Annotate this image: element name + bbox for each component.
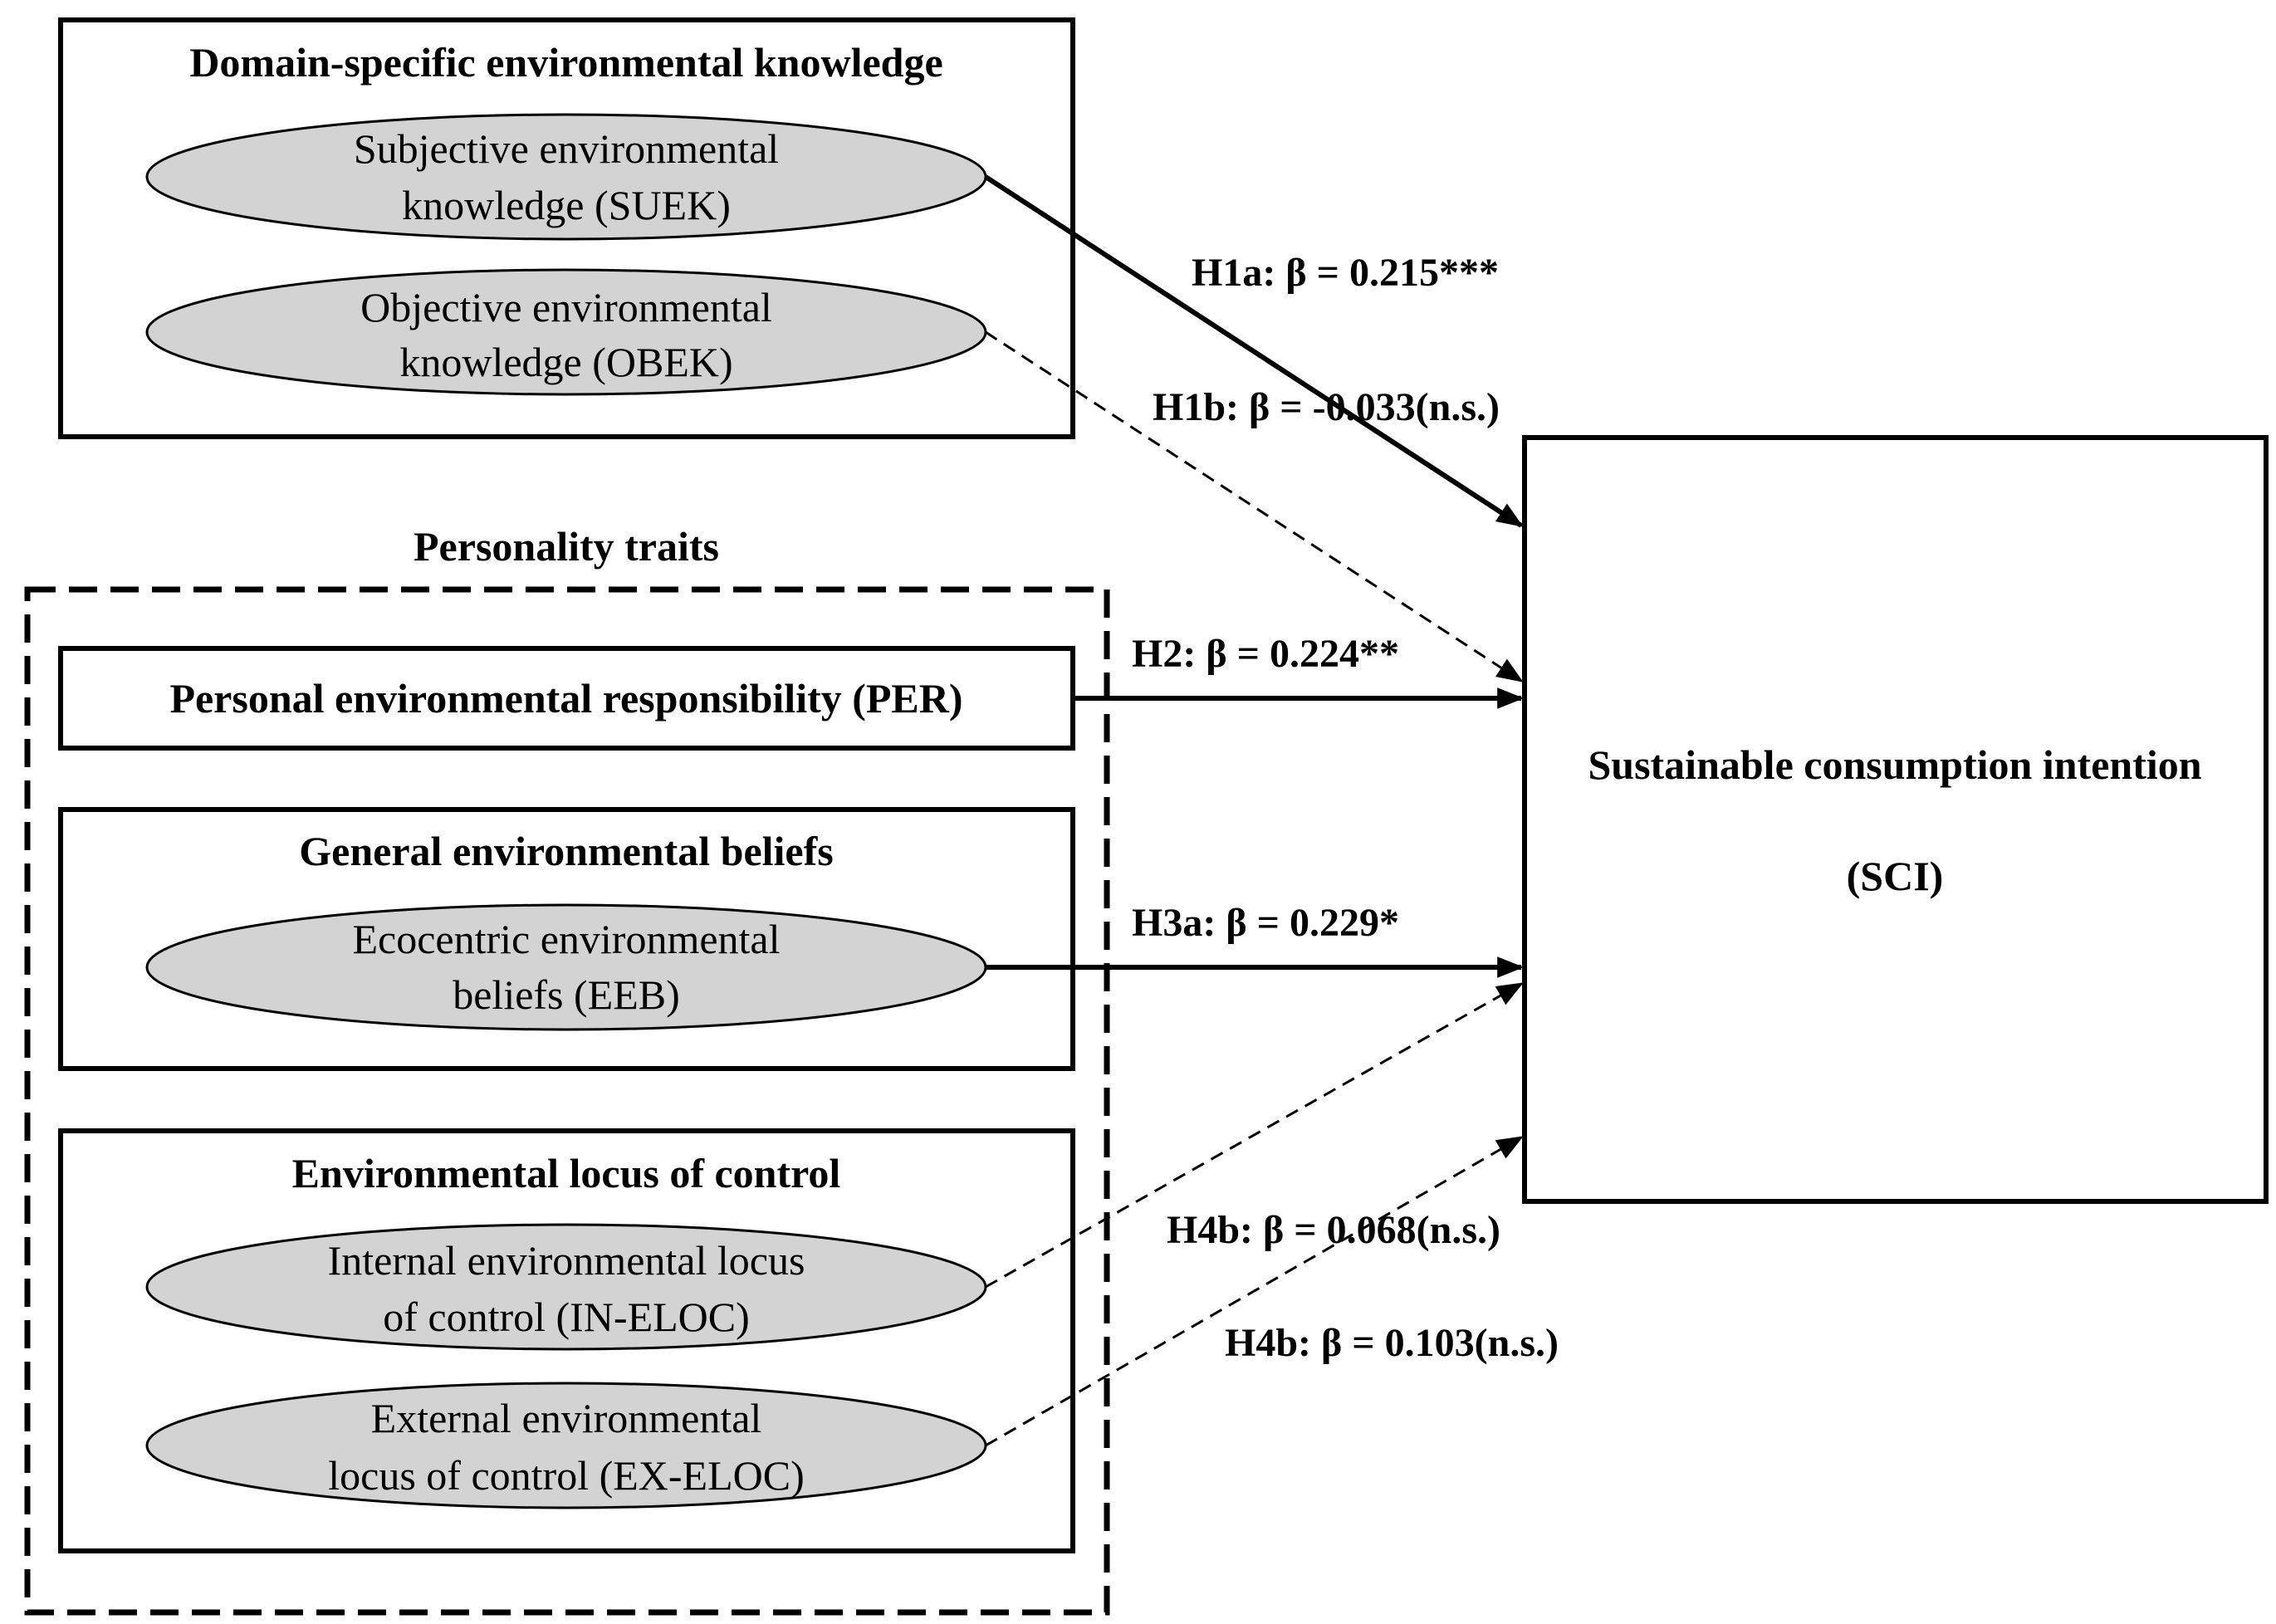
eeb-label-line1: Ecocentric environmental	[352, 916, 780, 962]
suek-construct: Subjective environmental knowledge (SUEK…	[145, 113, 987, 241]
knowledge-group: Domain-specific environmental knowledge …	[58, 17, 1075, 439]
h1a-label: H1a: β = 0.215***	[1192, 251, 1499, 295]
locus-group: Environmental locus of control Internal …	[58, 1128, 1075, 1553]
sci-box	[1522, 435, 2269, 1204]
eeb-label-line2: beliefs (EEB)	[453, 971, 680, 1018]
sci-construct: Sustainable consumption intention (SCI)	[1522, 435, 2269, 1204]
path-arrows	[984, 174, 1525, 1447]
h4b-in-arrow	[985, 982, 1524, 1289]
obek-construct: Objective environmental knowledge (OBEK)	[145, 268, 987, 396]
beliefs-box	[58, 807, 1075, 1071]
sci-label-line2: (SCI)	[1847, 853, 1944, 899]
in-eloc-label-line2: of control (IN-ELOC)	[383, 1294, 750, 1340]
path-labels: H1a: β = 0.215*** H1b: β = -0.033(n.s.) …	[1132, 251, 1559, 1365]
personality-group-box	[24, 586, 1110, 1616]
knowledge-group-title: Domain-specific environmental knowledge	[189, 39, 942, 86]
beliefs-group: General environmental beliefs Ecocentric…	[58, 807, 1075, 1071]
personality-group: Personality traits Personal environmenta…	[24, 523, 1110, 1616]
h3a-label: H3a: β = 0.229*	[1132, 901, 1399, 945]
obek-label-line1: Objective environmental	[360, 284, 772, 330]
h4b-in-label: H4b: β = 0.068(n.s.)	[1167, 1208, 1500, 1252]
locus-box	[58, 1128, 1075, 1553]
beliefs-title: General environmental beliefs	[299, 828, 833, 874]
personality-group-title: Personality traits	[414, 523, 719, 570]
knowledge-group-box	[58, 17, 1075, 439]
suek-label-line1: Subjective environmental	[354, 125, 779, 172]
per-construct: Personal environmental responsibility (P…	[58, 646, 1075, 751]
ex-eloc-label-line1: External environmental	[371, 1395, 762, 1441]
h2-label: H2: β = 0.224**	[1132, 632, 1399, 676]
in-eloc-label-line1: Internal environmental locus	[328, 1237, 805, 1284]
obek-label-line2: knowledge (OBEK)	[399, 339, 732, 385]
suek-label-line2: knowledge (SUEK)	[402, 182, 731, 228]
h1a-arrow	[984, 174, 1524, 528]
sci-label-line1: Sustainable consumption intention	[1588, 741, 2201, 788]
h1b-arrow	[985, 330, 1524, 682]
per-label: Personal environmental responsibility (P…	[169, 675, 962, 722]
h4b-ex-arrow	[985, 1136, 1524, 1447]
ex-eloc-label-line2: locus of control (EX-ELOC)	[328, 1452, 804, 1499]
locus-title: Environmental locus of control	[292, 1150, 841, 1196]
h4b-ex-label: H4b: β = 0.103(n.s.)	[1225, 1321, 1559, 1365]
h1b-label: H1b: β = -0.033(n.s.)	[1153, 385, 1500, 429]
